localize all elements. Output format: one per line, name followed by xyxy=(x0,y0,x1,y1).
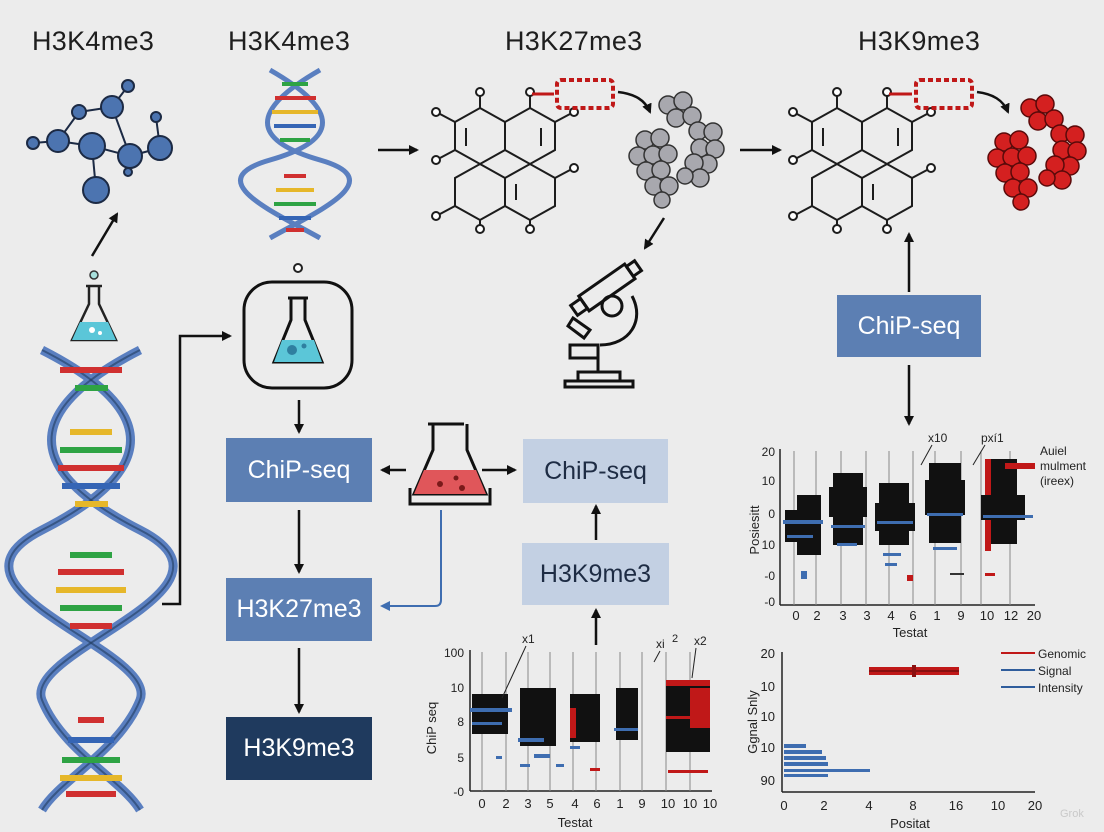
plot-top-right-ytick: 0 xyxy=(768,507,775,521)
plot-top-right-xtick: 3 xyxy=(863,608,870,623)
watermark: Grok xyxy=(1060,808,1084,820)
plot-bottom-right: 20 10 10 10 90 0 2 4 8 16 10 20 Positat … xyxy=(745,646,1086,831)
plot-bottom-center-annotation: x2 xyxy=(694,634,707,648)
plot-top-right-xtick: 12 xyxy=(1004,608,1018,623)
chipseq-box-center: ChiP-seq xyxy=(523,439,668,503)
plot-top-right-xlabel: Testat xyxy=(893,625,928,640)
plot-bottom-right-ytick: 10 xyxy=(761,709,775,724)
plot-bottom-center-ytick: 10 xyxy=(451,681,465,695)
plot-bottom-center-signal-blocks xyxy=(470,680,710,773)
legend-signal: Signal xyxy=(1038,664,1071,678)
dna-helix-large-icon xyxy=(4,345,178,813)
plot-bottom-right-legend: Genomic Signal Intensity xyxy=(1001,647,1086,695)
plot-top-right-xtick: 3 xyxy=(839,608,846,623)
plot-bottom-center-xtick: 1 xyxy=(616,796,623,811)
plot-bottom-center-xtick: 3 xyxy=(524,796,531,811)
plot-bottom-right-xtick: 4 xyxy=(865,798,872,813)
plot-top-right-ylabel: Posiesitt xyxy=(747,505,762,555)
plot-bottom-center: 100 10 8 5 -0 0 2 3 5 4 6 1 9 10 10 10 T… xyxy=(424,632,717,830)
modification-mark-icon xyxy=(555,78,615,110)
plot-bottom-center-xtick: 5 xyxy=(546,796,553,811)
plot-bottom-center-xtick: 4 xyxy=(571,796,578,811)
plot-bottom-center-xtick: 10 xyxy=(683,796,697,811)
modification-mark-icon-right xyxy=(914,78,974,110)
title-h3k27me3: H3K27me3 xyxy=(505,26,643,56)
plot-bottom-center-ytick: 100 xyxy=(444,646,464,660)
plot-bottom-center-xtick: 10 xyxy=(703,796,717,811)
plot-bottom-center-annotation: x1 xyxy=(522,632,535,646)
title-h3k9me3: H3K9me3 xyxy=(858,26,981,56)
title-h3k4me3-1: H3K4me3 xyxy=(32,26,155,56)
plot-bottom-right-xtick: 8 xyxy=(909,798,916,813)
plot-bottom-center-xlabel: Testat xyxy=(558,815,593,830)
plot-bottom-right-xtick: 0 xyxy=(780,798,787,813)
chipseq-box-right: ChiP-seq xyxy=(837,295,981,357)
flask-icon-framed xyxy=(242,263,354,390)
plot-bottom-right-ytick: 90 xyxy=(761,773,775,788)
plot-top-right-annotation: mulment xyxy=(1040,459,1087,473)
plot-top-right-xtick: 6 xyxy=(909,608,916,623)
chipseq-box-left: ChiP-seq xyxy=(226,438,372,502)
plot-bottom-right-ytick: 20 xyxy=(761,646,775,661)
plot-top-right-xtick: 4 xyxy=(887,608,894,623)
title-h3k4me3-2: H3K4me3 xyxy=(228,26,351,56)
plot-bottom-right-xlabel: Positat xyxy=(890,816,930,831)
h3k27me3-box: H3K27me3 xyxy=(226,578,372,641)
flask-icon-small xyxy=(70,270,118,342)
plot-bottom-center-xtick: 2 xyxy=(502,796,509,811)
legend-intensity: Intensity xyxy=(1038,681,1083,695)
plot-bottom-center-ylabel: ChiP seq xyxy=(424,702,439,755)
plot-bottom-center-xtick: 10 xyxy=(661,796,675,811)
plot-top-right-annotation: pxí1 xyxy=(981,431,1004,445)
plot-top-right-xtick: 0 xyxy=(792,608,799,623)
h3k9me3-box-center: H3K9me3 xyxy=(522,543,669,605)
plot-bottom-right-signal-bars xyxy=(784,665,959,777)
plot-bottom-center-annotation: xi xyxy=(656,637,665,651)
flask-icon-red xyxy=(408,422,492,506)
protein-cluster-grey-icon xyxy=(628,91,725,209)
plot-top-right-ytick: 20 xyxy=(762,445,776,459)
plot-bottom-right-ytick: 10 xyxy=(761,740,775,755)
plot-bottom-center-ytick: 5 xyxy=(457,751,464,765)
plot-top-right-xtick: 1 xyxy=(933,608,940,623)
plot-top-right: 20 10 0 10 -0 -0 0 2 3 3 4 6 1 9 10 12 2… xyxy=(747,431,1087,640)
plot-bottom-center-annotation: 2 xyxy=(672,633,678,645)
protein-cluster-red-icon xyxy=(987,94,1087,211)
plot-top-right-signal-blocks xyxy=(783,459,1035,581)
plot-bottom-right-xtick: 20 xyxy=(1028,798,1042,813)
plot-top-right-ytick: -0 xyxy=(764,595,775,609)
legend-genomic: Genomic xyxy=(1038,647,1086,661)
plot-bottom-center-xtick: 6 xyxy=(593,796,600,811)
plot-bottom-center-xtick: 9 xyxy=(638,796,645,811)
plot-top-right-annotation: (ireex) xyxy=(1040,474,1074,488)
plot-bottom-center-ytick: 8 xyxy=(457,715,464,729)
plot-top-right-ytick: 10 xyxy=(762,538,776,552)
plot-bottom-right-xtick: 10 xyxy=(991,798,1005,813)
plot-top-right-xtick: 10 xyxy=(980,608,994,623)
plot-top-right-xtick: 20 xyxy=(1027,608,1041,623)
plot-bottom-right-ytick: 10 xyxy=(761,679,775,694)
dna-helix-small-icon xyxy=(238,67,352,241)
plot-bottom-right-ylabel: Ggnal Snly xyxy=(745,690,760,754)
plot-bottom-center-ytick: -0 xyxy=(453,785,464,799)
plot-top-right-annotation: x10 xyxy=(928,431,948,445)
plot-top-right-xtick: 2 xyxy=(813,608,820,623)
plot-bottom-right-xtick: 16 xyxy=(949,798,963,813)
plot-top-right-ytick: -0 xyxy=(764,569,775,583)
plot-top-right-ytick: 10 xyxy=(762,474,776,488)
hexagon-molecule-icon-center xyxy=(431,87,579,234)
plot-bottom-center-xtick: 0 xyxy=(478,796,485,811)
hexagon-molecule-icon-right xyxy=(788,87,936,234)
molecule-network-icon xyxy=(26,79,173,204)
plot-top-right-annotation: Auiel xyxy=(1040,444,1067,458)
plot-top-right-xtick: 9 xyxy=(957,608,964,623)
microscope-icon xyxy=(563,258,644,389)
plot-bottom-right-xtick: 2 xyxy=(820,798,827,813)
h3k9me3-box-bottom: H3K9me3 xyxy=(226,717,372,780)
